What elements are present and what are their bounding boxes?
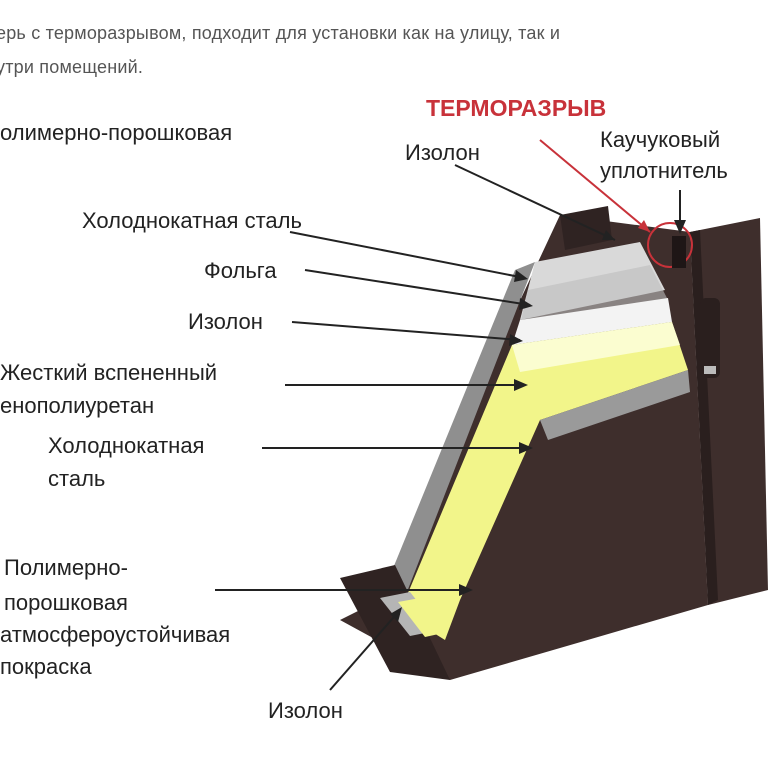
arrowhead-cold-steel-1 bbox=[514, 270, 528, 282]
arrowhead-foam bbox=[514, 379, 528, 391]
arrowhead-thermal-break bbox=[638, 220, 650, 232]
intro-line-1: ерь с терморазрывом, подходит для устано… bbox=[0, 23, 561, 43]
outer-steel-plate bbox=[378, 262, 535, 610]
bottom-foam bbox=[398, 598, 448, 637]
intro-text: ерь с терморазрывом, подходит для устано… bbox=[0, 16, 780, 84]
foil-texture bbox=[520, 265, 668, 325]
label-paint-4: покраска bbox=[0, 654, 92, 679]
bottom-profile bbox=[340, 565, 450, 680]
label-cold-steel-2b: сталь bbox=[48, 466, 106, 491]
arrowhead-rubber-seal bbox=[674, 220, 686, 234]
arrowhead-izolon-top bbox=[602, 230, 615, 240]
arrowhead-izolon-mid bbox=[509, 334, 523, 346]
rubber-seal bbox=[672, 236, 686, 268]
arrowhead-izolon-bottom bbox=[390, 607, 402, 622]
hinge bbox=[700, 298, 720, 378]
label-cold-steel-1: Холоднокатная сталь bbox=[82, 208, 302, 233]
foam-highlight bbox=[512, 322, 680, 372]
label-polymer-top: олимерно-порошковая bbox=[0, 120, 233, 145]
pointer-thermal-break bbox=[539, 139, 651, 233]
label-izolon-bottom: Изолон bbox=[268, 698, 343, 723]
label-paint-2: порошковая bbox=[4, 590, 128, 615]
label-paint-1: Полимерно- bbox=[4, 555, 128, 580]
pointer-izolon-mid bbox=[291, 321, 521, 341]
pointer-foil bbox=[304, 269, 531, 306]
label-izolon-top: Изолон bbox=[405, 140, 480, 165]
arrow-heads bbox=[390, 220, 686, 622]
arrowhead-paint bbox=[459, 584, 473, 596]
top-profile bbox=[560, 206, 612, 250]
label-foam-1: Жесткий вспененный bbox=[0, 360, 218, 385]
thermal-break-circle bbox=[647, 222, 693, 268]
arrowhead-cold-steel-2 bbox=[519, 442, 533, 454]
label-foil: Фольга bbox=[204, 258, 277, 283]
door-frame-inner-edge bbox=[690, 230, 718, 605]
arrowhead-foil bbox=[519, 298, 533, 310]
izolon-layer bbox=[512, 298, 672, 345]
pointer-izolon-top bbox=[454, 164, 616, 241]
label-rubber-seal-1: Каучуковый bbox=[600, 127, 721, 152]
hinge-pin bbox=[704, 366, 716, 374]
label-thermal-break: ТЕРМОРАЗРЫВ bbox=[426, 95, 607, 121]
label-foam-2: енополиуретан bbox=[0, 393, 155, 418]
pointer-cold-steel-1 bbox=[289, 231, 526, 279]
inner-steel-sheet bbox=[540, 370, 690, 440]
intro-line-2: утри помещений. bbox=[0, 57, 144, 77]
label-cold-steel-2a: Холоднокатная bbox=[48, 433, 205, 458]
pointer-izolon-bottom bbox=[329, 609, 401, 691]
label-paint-3: атмосфероустойчивая bbox=[0, 622, 231, 647]
label-rubber-seal-2: уплотнитель bbox=[600, 158, 728, 183]
foam-layer bbox=[400, 322, 688, 640]
label-izolon-mid: Изолон bbox=[188, 309, 263, 334]
